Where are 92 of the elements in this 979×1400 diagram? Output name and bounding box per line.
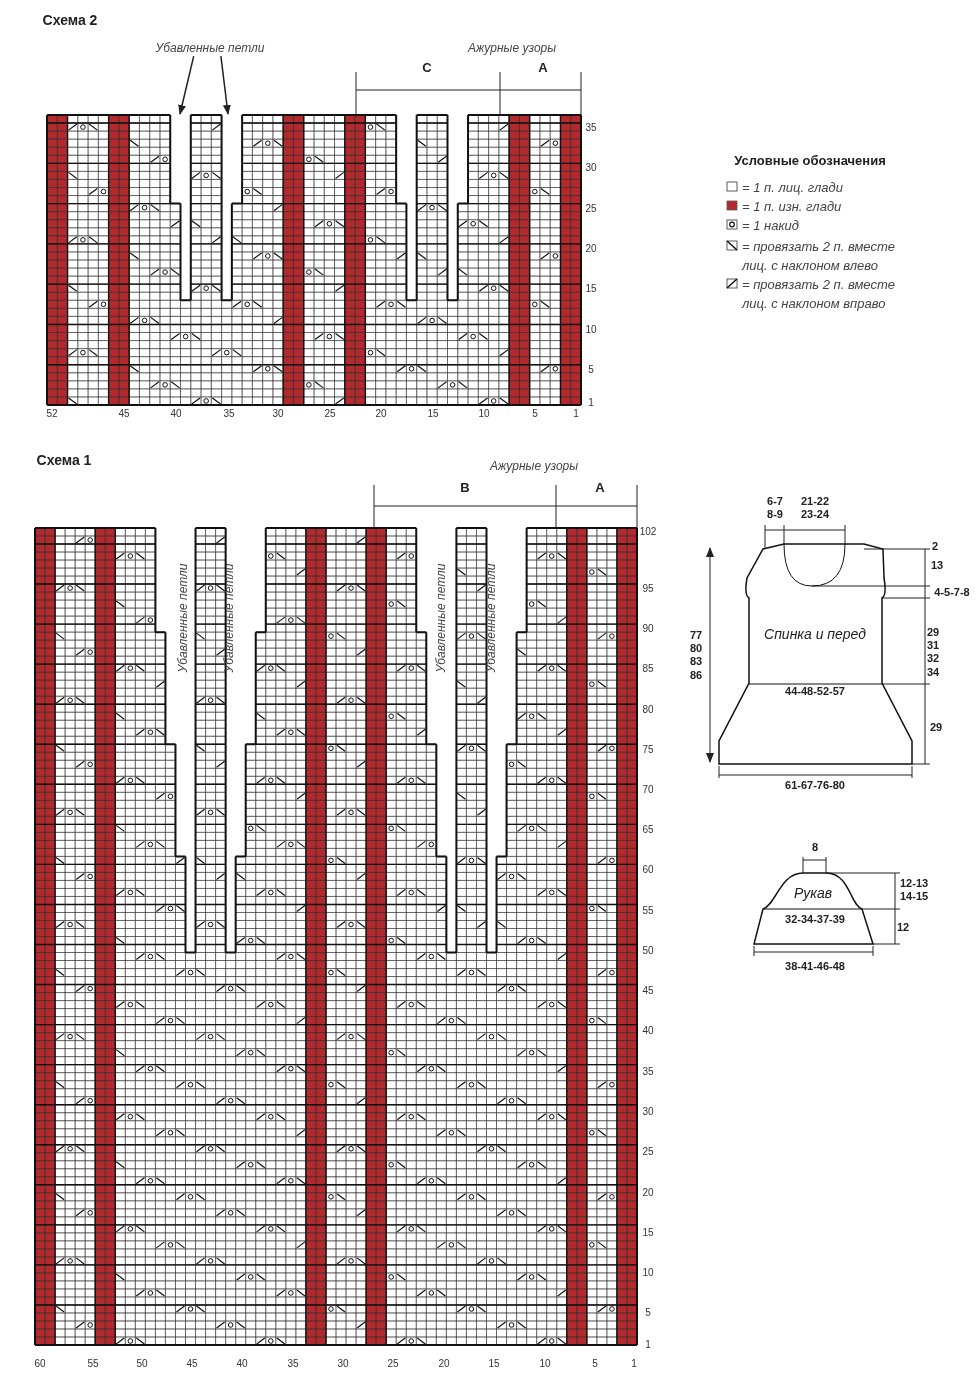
dimension-value: 13 [930, 559, 944, 573]
row-number: 55 [642, 905, 654, 917]
column-number: 1 [573, 408, 579, 420]
column-number: 20 [375, 408, 387, 420]
dimension-value: 29 31 32 34 [927, 625, 941, 679]
dimension-value: 2 [931, 540, 939, 554]
column-number: 5 [592, 1358, 598, 1370]
row-number: 90 [642, 623, 654, 635]
row-number: 85 [642, 663, 654, 675]
column-number: 25 [324, 408, 336, 420]
legend-title: Условные обозначения [734, 153, 886, 169]
row-number: 70 [642, 784, 654, 796]
row-number: 5 [645, 1307, 651, 1319]
row-number: 20 [585, 243, 597, 255]
section-letter: B [460, 480, 470, 496]
rotated-annotation: Убавленные петли [483, 563, 499, 673]
row-number: 35 [585, 122, 597, 134]
column-number: 45 [118, 408, 130, 420]
column-number: 1 [631, 1358, 637, 1370]
legend-text: = 1 п. изн. глади [742, 198, 843, 216]
section-letter: A [538, 60, 548, 76]
section-label: Ажурные узоры [467, 40, 557, 56]
column-number: 10 [539, 1358, 551, 1370]
knitting-chart-drawing [46, 114, 582, 406]
row-number: 1 [588, 397, 594, 409]
chart-title: Схема 2 [42, 11, 98, 29]
arrow [178, 55, 195, 115]
column-number: 15 [427, 408, 439, 420]
column-number: 5 [532, 408, 538, 420]
dimension-value: 38-41-46-48 [785, 960, 845, 974]
row-number: 15 [585, 283, 597, 295]
piece-name: Рукав [794, 884, 832, 902]
column-number: 45 [186, 1358, 198, 1370]
legend-text: = 1 п. лиц. глади [742, 179, 844, 197]
annotation-text: Убавленные петли [155, 40, 265, 56]
chart-title: Схема 1 [36, 451, 92, 469]
rotated-annotation: Убавленные петли [221, 563, 237, 673]
row-number: 60 [642, 864, 654, 876]
row-number: 1 [645, 1339, 651, 1351]
column-number: 55 [87, 1358, 99, 1370]
column-number: 30 [272, 408, 284, 420]
dimension-value: 32-34-37-39 [785, 913, 845, 927]
column-number: 15 [488, 1358, 500, 1370]
row-number: 10 [642, 1267, 654, 1279]
dimension-value: 12 [896, 921, 910, 935]
row-number: 40 [642, 1025, 654, 1037]
row-number: 5 [588, 364, 594, 376]
section-label: Ажурные узоры [489, 458, 579, 474]
row-number: 25 [642, 1146, 654, 1158]
legend-text: = 1 накид [742, 217, 800, 235]
row-number: 65 [642, 824, 654, 836]
column-number: 30 [337, 1358, 349, 1370]
column-number: 35 [223, 408, 235, 420]
column-number: 25 [387, 1358, 399, 1370]
row-number: 45 [642, 985, 654, 997]
dimension-value: 8 [811, 841, 819, 855]
column-number: 35 [287, 1358, 299, 1370]
dimension-value: 21-22 23-24 [799, 494, 831, 522]
section-letter: C [422, 60, 432, 76]
piece-name: Спинка и перед [764, 625, 866, 643]
row-number: 75 [642, 744, 654, 756]
dimension-value: 4-5-7-8 [934, 586, 970, 600]
arrow [220, 55, 231, 115]
row-number: 80 [642, 704, 654, 716]
column-number: 52 [46, 408, 58, 420]
row-number: 95 [642, 583, 654, 595]
row-number: 50 [642, 945, 654, 957]
rotated-annotation: Убавленные петли [175, 563, 191, 673]
dimension-value: 29 [929, 721, 943, 735]
dimension-value: 61-67-76-80 [785, 779, 845, 793]
column-number: 10 [478, 408, 490, 420]
section-letter: A [595, 480, 605, 496]
row-number: 102 [639, 526, 657, 538]
row-number: 25 [585, 203, 597, 215]
row-number: 20 [642, 1187, 654, 1199]
dimension-value: 6-7 8-9 [766, 494, 784, 522]
row-number: 30 [585, 162, 597, 174]
column-number: 60 [34, 1358, 46, 1370]
dimension-value: 12-13 14-15 [900, 876, 930, 904]
dimension-value: 77 80 83 86 [688, 628, 704, 682]
column-number: 20 [438, 1358, 450, 1370]
rotated-annotation: Убавленные петли [433, 563, 449, 673]
row-number: 30 [642, 1106, 654, 1118]
column-number: 40 [170, 408, 182, 420]
column-number: 40 [236, 1358, 248, 1370]
column-number: 50 [136, 1358, 148, 1370]
row-number: 15 [642, 1227, 654, 1239]
row-number: 35 [642, 1066, 654, 1078]
legend-text: = провязать 2 п. вместе лиц. с наклоном влево [742, 238, 896, 275]
legend-text: = провязать 2 п. вместе лиц. с наклоном вправо [742, 276, 896, 313]
row-number: 10 [585, 324, 597, 336]
dimension-value: 44-48-52-57 [785, 685, 845, 699]
